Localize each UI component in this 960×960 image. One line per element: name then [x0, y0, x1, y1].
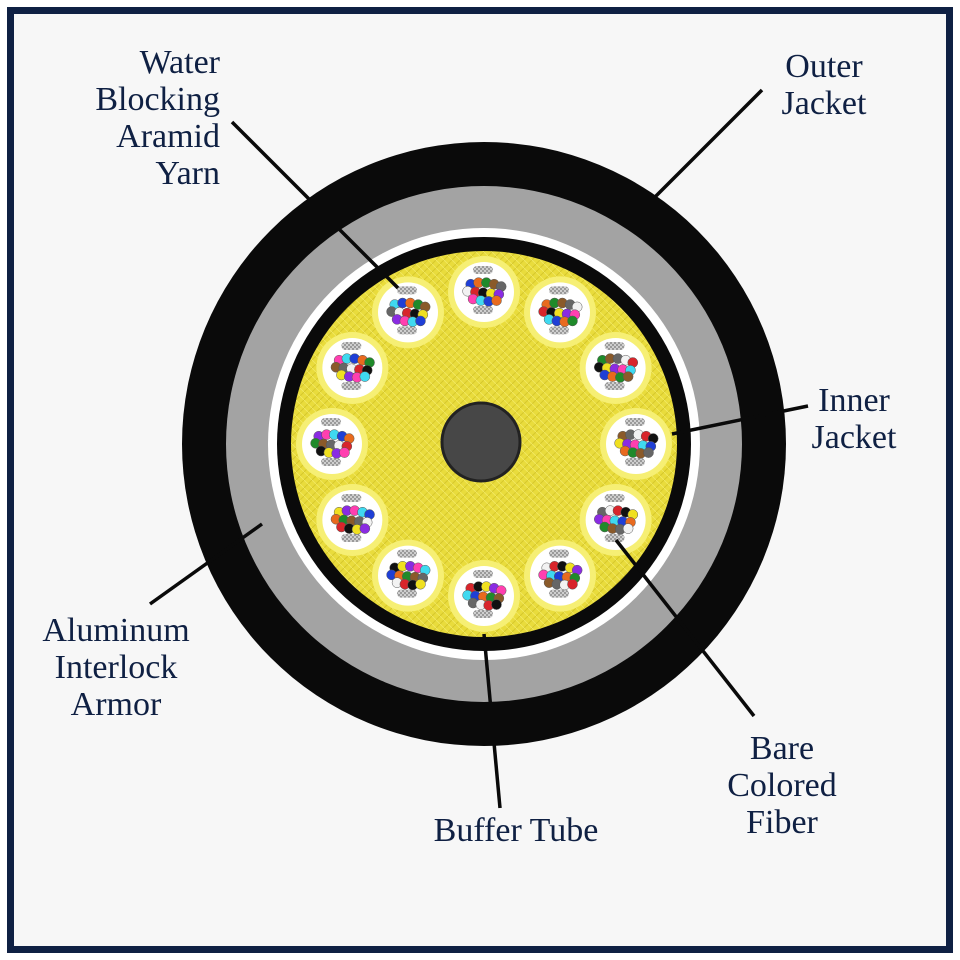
buffer-tube [316, 484, 389, 556]
gel-filler [549, 589, 569, 598]
gel-filler [397, 286, 417, 295]
leader-outer-jacket [636, 88, 764, 216]
gel-filler [397, 589, 417, 598]
gel-filler [341, 342, 362, 350]
gel-filler [341, 494, 362, 502]
gel-filler [473, 610, 493, 618]
buffer-tube [579, 484, 652, 556]
gel-filler [473, 266, 493, 274]
gel-filler [625, 458, 645, 466]
label-inner-jacket: Inner Jacket [811, 382, 897, 456]
gel-filler [341, 382, 362, 390]
colored-fiber [491, 599, 502, 610]
leader-buffer-tube [482, 633, 502, 809]
gel-filler [549, 549, 569, 558]
buffer-tubes [296, 256, 672, 632]
buffer-tube [372, 276, 444, 349]
leader-inner-jacket [671, 404, 809, 436]
label-bare-colored-fiber: Bare Colored Fiber [727, 730, 837, 841]
colored-fiber [622, 523, 634, 534]
gel-filler [549, 286, 569, 295]
label-outer-jacket: Outer Jacket [781, 48, 867, 122]
buffer-tube [448, 256, 520, 328]
gel-filler [341, 534, 362, 542]
gel-filler [604, 382, 625, 390]
gel-filler [604, 534, 625, 542]
buffer-tube [579, 332, 652, 404]
colored-fiber [622, 371, 634, 382]
buffer-tube [296, 408, 368, 480]
buffer-tube [448, 560, 520, 632]
gel-filler [473, 306, 493, 314]
gel-filler [604, 494, 625, 502]
buffer-tube [524, 276, 596, 349]
buffer-tube [372, 539, 444, 612]
colored-fiber [491, 295, 502, 306]
buffer-tube [524, 539, 596, 612]
central-strength-member [440, 401, 522, 483]
colored-fiber [415, 578, 426, 590]
colored-fiber [339, 447, 350, 458]
leader-aluminum-armor [148, 522, 264, 606]
label-aluminum-interlock-armor: Aluminum Interlock Armor [42, 612, 190, 723]
gel-filler [397, 549, 417, 558]
buffer-tube [600, 408, 672, 480]
colored-fiber [359, 371, 371, 382]
leader-bare-fiber [614, 538, 756, 718]
gel-filler [549, 326, 569, 335]
gel-filler [321, 418, 341, 426]
colored-fiber [643, 447, 654, 458]
gel-filler [473, 570, 493, 578]
leader-water-blocking [230, 120, 400, 290]
colored-fiber [567, 578, 578, 590]
colored-fiber [567, 315, 578, 327]
gel-filler [321, 458, 341, 466]
label-water-blocking-aramid-yarn: Water Blocking Aramid Yarn [95, 44, 220, 192]
label-buffer-tube: Buffer Tube [433, 812, 599, 849]
gel-filler [397, 326, 417, 335]
gel-filler [604, 342, 625, 350]
colored-fiber [359, 523, 371, 534]
buffer-tube [316, 332, 389, 404]
colored-fiber [415, 315, 426, 327]
gel-filler [625, 418, 645, 426]
